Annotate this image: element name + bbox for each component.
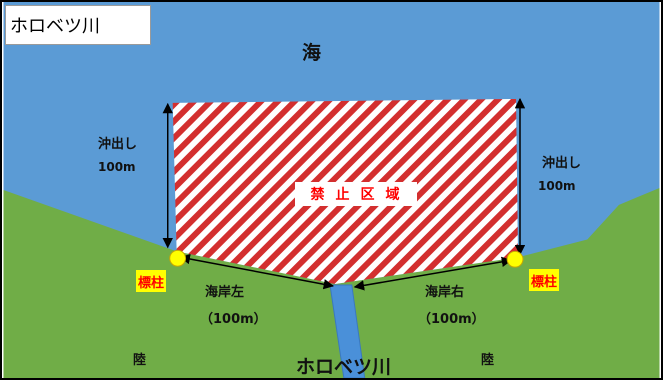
land-left-label: 陸 [133,353,147,368]
offshore-left-label: 沖出し [98,137,138,152]
marker-left-label: 標柱 [136,270,167,292]
beach-right-label: 海岸右 [425,285,465,300]
beach-right-arrow [353,256,513,291]
river-label: ホロベツ川 [296,356,392,378]
beach-right-distance: （100m） [418,312,485,327]
marker-post-left [169,249,187,267]
sea-label: 海 [302,42,322,64]
prohibited-zone-label: 禁止区域 [295,182,417,206]
map-title: ホロベツ川 [5,5,151,45]
beach-left-arrow [179,253,335,290]
offshore-left-distance: 100m [98,160,136,174]
beach-left-distance: （100m） [200,312,267,327]
offshore-right-distance: 100m [538,179,576,193]
offshore-right-label: 沖出し [542,156,582,171]
marker-post-right [506,250,524,268]
land-area [3,188,660,378]
beach-left-label: 海岸左 [205,285,245,300]
river [329,284,366,378]
land-right-label: 陸 [481,353,495,368]
marker-right-label: 標柱 [529,269,560,291]
